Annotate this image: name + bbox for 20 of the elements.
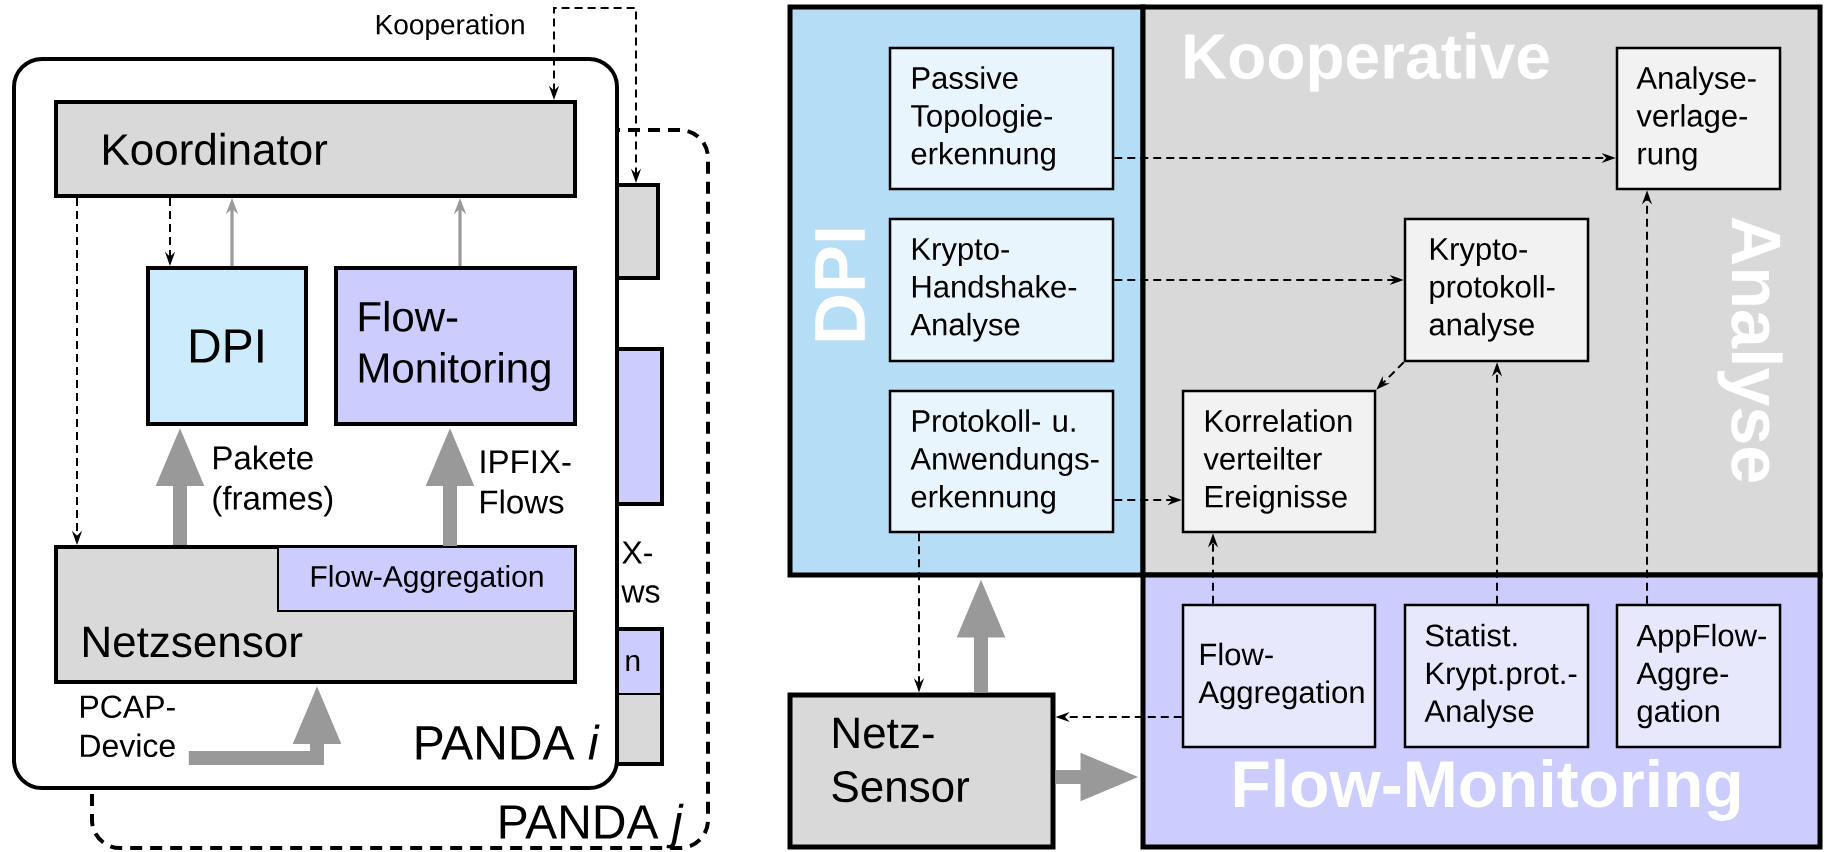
module-box: Protokoll- u. Anwendungs- erkennung [888,389,1115,534]
module-box: Koordinator [54,100,577,198]
text-label: X- ws [621,541,660,603]
module-box: Krypto- Handshake- Analyse [888,217,1115,363]
module-box: Korrelation verteilter Ereignisse [1181,389,1377,534]
edge-label: IPFIX- Flows [481,450,571,514]
module-box: Analyse- verlage- rung [1615,46,1782,191]
edge-label: Pakete (frames) [213,445,333,517]
edge-label: Kooperation [376,13,524,41]
module-box: Statist. Krypt.prot.- Analyse [1403,603,1590,749]
module-box: Flow- Aggregation [1181,603,1377,749]
module-box: Passive Topologie- erkennung [888,46,1115,191]
module-box: Netz- Sensor [787,692,1056,850]
module-box: DPI [146,266,308,426]
module-box: Flow-Aggregation [277,546,576,612]
module-box: Krypto- protokoll- analyse [1403,217,1590,363]
module-box: Flow- Monitoring [334,266,577,426]
module-box: AppFlow- Aggre- gation [1615,603,1782,749]
text-label: n [626,654,640,672]
module-box [615,627,664,766]
